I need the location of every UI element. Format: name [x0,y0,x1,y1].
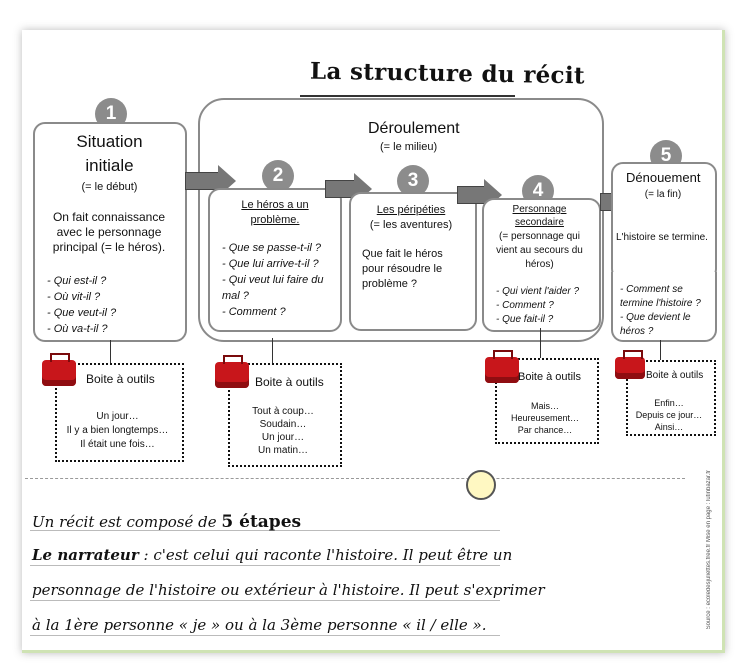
step-5-desc: L'histoire se termine. [616,232,708,243]
toolbox-icon [615,350,645,379]
bottom-line-3: personnage de l'histoire ou extérieur à … [32,581,545,599]
ruled-line [30,565,500,566]
arrow-3-4 [457,179,502,211]
connector-1 [110,340,111,365]
step-5-questions-box [611,272,717,342]
step-3-desc: Que fait le héros pour résoudre le probl… [362,248,443,290]
page-title: La structure du récit [309,57,586,90]
step-4-subtitle: (= personnage qui vient au secours du hé… [496,231,583,270]
step-2-number: 2 [262,160,294,192]
connector-2 [272,338,273,365]
toolbox-2-label: Boite à outils [255,375,324,389]
arrow-1-2 [185,165,236,197]
step-5-title: Dénouement [626,170,701,185]
bottom-divider [25,478,685,479]
step-3-title: Les péripéties [376,204,446,216]
step-4-box [482,198,601,332]
step-1-questions-box [33,260,187,342]
toolbox-1-label: Boite à outils [86,372,155,386]
five-steps-text: 5 étapes [221,512,302,532]
ruled-line [30,530,500,531]
narrator-text: Le narrateur [32,546,139,564]
toolbox-4-items: Enfin…Depuis ce jour…Ainsi… [635,398,703,432]
toolbox-3-label: Boite à outils [518,371,581,383]
step-2-title: Le héros a un problème. [241,199,309,226]
toolbox-4-label: Boite à outils [646,370,704,381]
step-1-title: Situation initiale [76,132,143,175]
step-5-questions: - Comment se termine l'histoire ?- Que d… [620,284,701,337]
toolbox-1 [55,363,184,462]
bottom-line-1: Un récit est composé de 5 étapes [32,512,302,532]
toolbox-2-items: Tout à coup…Soudain… Un jour…Un matin… [252,406,314,456]
bottom-line-4: à la 1ère personne « je » ou à la 3ème p… [32,616,487,634]
toolbox-icon [485,350,519,383]
lightbulb-icon [466,470,496,500]
step-4-title: Personnage secondaire [512,204,567,228]
step-5-subtitle: (= la fin) [644,189,682,200]
connector-5 [660,340,661,362]
step-4-questions: - Qui vient l'aider ?- Comment ?- Que fa… [496,286,580,325]
step-3-subtitle: (= les aventures) [369,219,453,231]
toolbox-1-items: Un jour…Il y a bien longtemps…Il était u… [66,411,169,450]
step-3-number: 3 [397,165,429,197]
toolbox-icon [215,355,249,388]
step-5-box [611,162,717,281]
source-credit: Source : ecoledesjuliettes.free.fr Mise … [706,470,712,630]
toolbox-icon [42,353,76,386]
toolbox-3-items: Mais…Heureusement…Par chance… [510,401,580,435]
ruled-line [30,635,500,636]
step-1-desc: On fait connaissance avec le personnage … [52,210,166,254]
step-2-box [208,188,342,332]
connector-4 [540,328,541,358]
step-1-questions: - Qui est-il ?- Où vit-il ? - Que veut-i… [47,275,117,335]
bottom-line-2: Le narrateur : c'est celui qui raconte l… [32,546,513,564]
deroulement-subtitle: (= le milieu) [380,141,438,153]
step-1-subtitle: (= le début) [81,181,138,193]
title-underline [300,95,515,97]
step-2-questions: - Que se passe-t-il ?- Que lui arrive-t-… [222,242,324,318]
step-3-box [349,192,477,331]
arrow-2-3 [325,173,372,205]
step-1-box [33,122,187,271]
deroulement-title: Déroulement [368,120,460,137]
ruled-line [30,600,500,601]
